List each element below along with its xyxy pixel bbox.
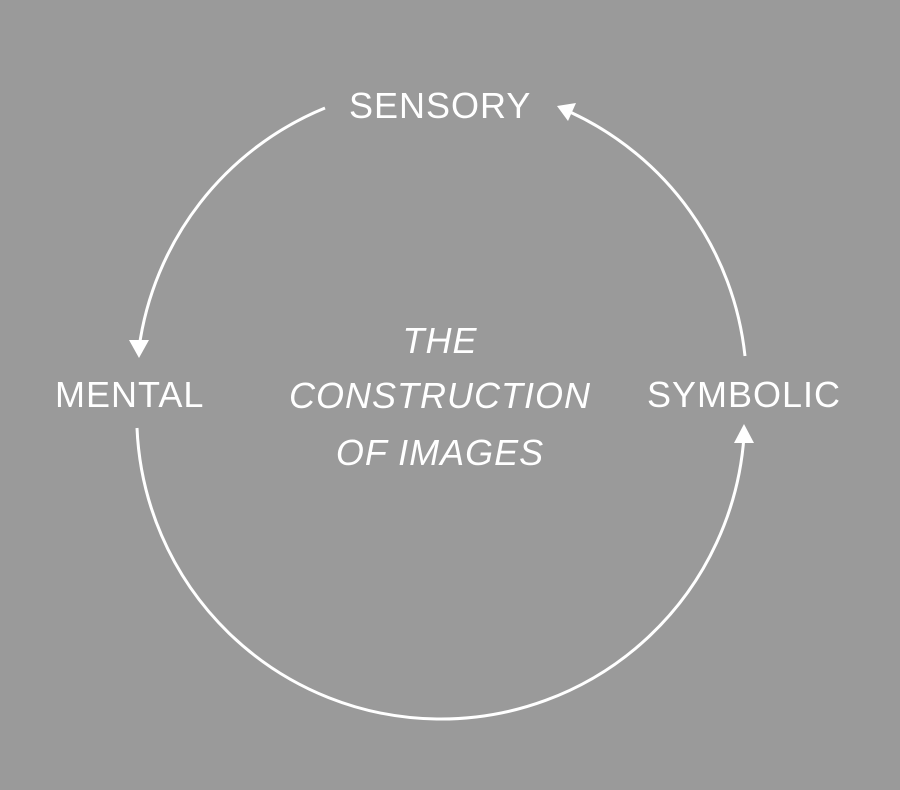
node-symbolic: SYMBOLIC	[647, 374, 842, 415]
center-title-line-2: CONSTRUCTION	[289, 375, 591, 416]
node-mental: MENTAL	[55, 374, 205, 415]
center-title-line-3: OF IMAGES	[335, 432, 545, 473]
arrowhead-at-symbolic	[734, 424, 754, 443]
arrow-symbolic-to-sensory	[569, 110, 747, 357]
arrowhead-at-sensory	[557, 103, 576, 121]
arrowhead-at-mental	[129, 340, 149, 358]
center-title-line-1: THE	[402, 320, 478, 361]
arrow-sensory-to-mental	[137, 106, 326, 349]
arrow-mental-to-symbolic	[135, 427, 746, 721]
node-sensory: SENSORY	[349, 85, 532, 126]
